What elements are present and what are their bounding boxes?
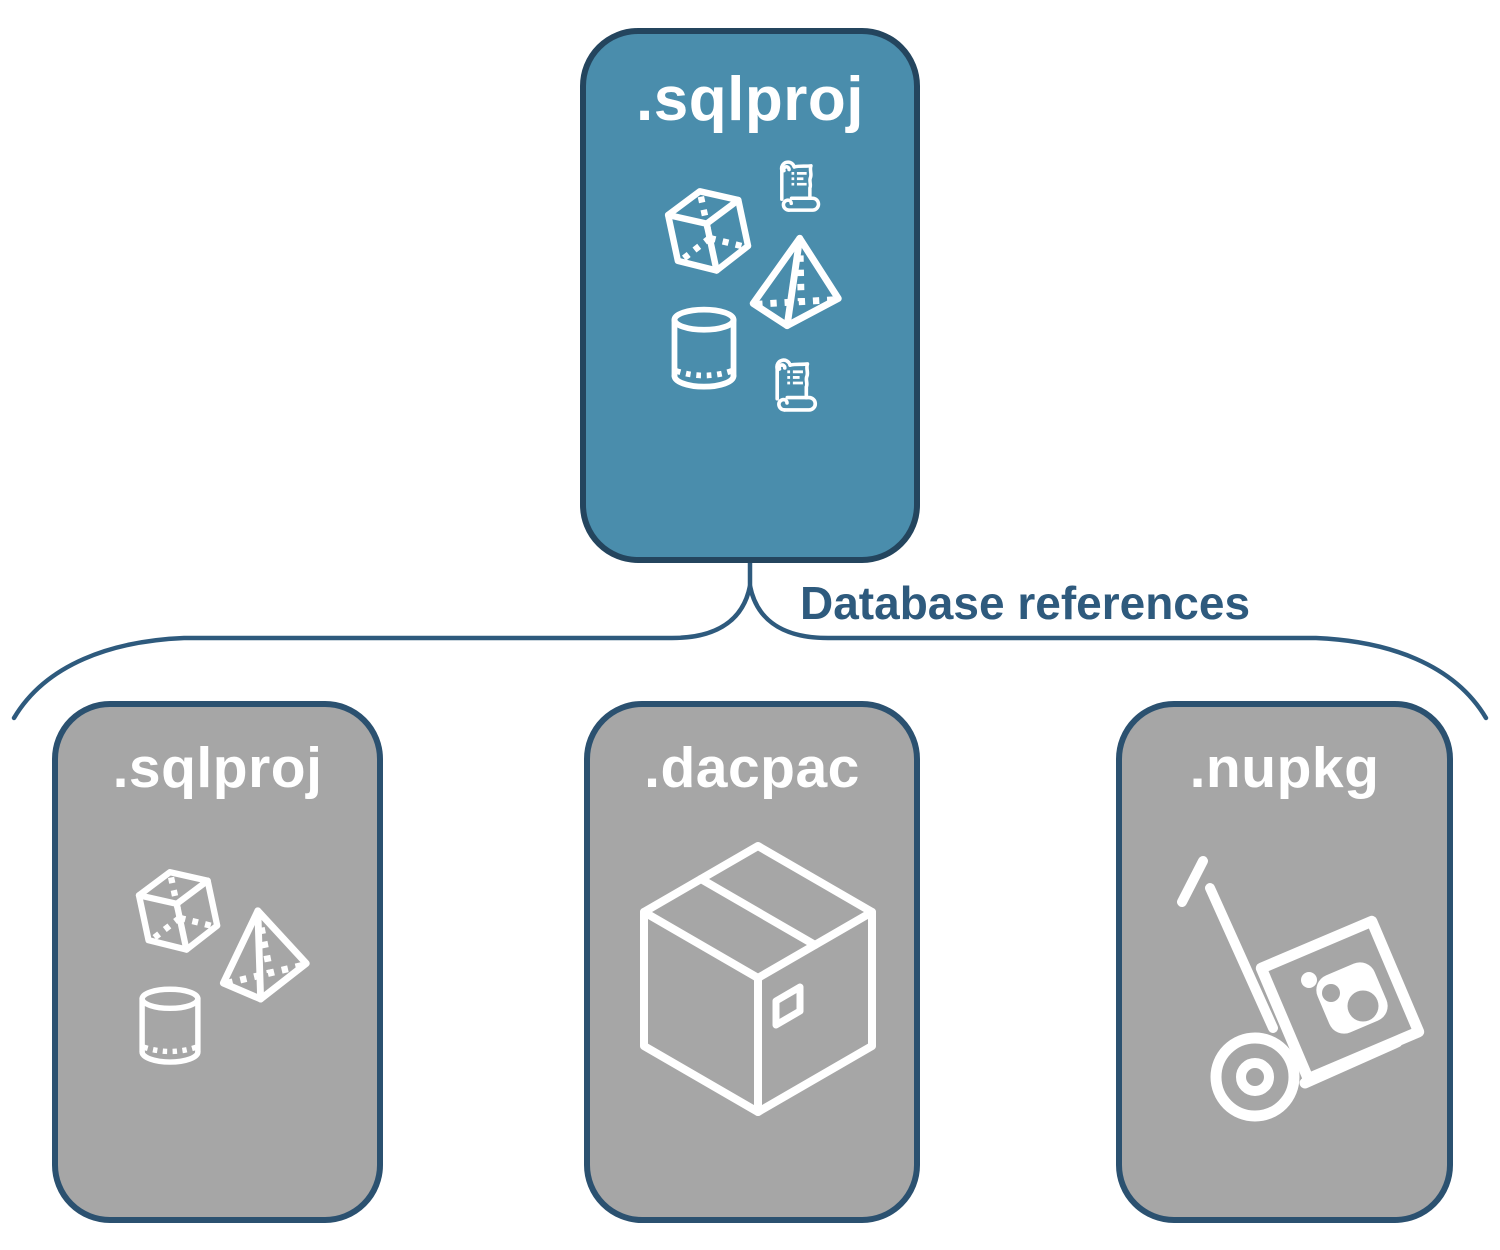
child-box-title: .sqlproj xyxy=(112,736,323,800)
child-box-title: .dacpac xyxy=(644,736,860,800)
parent-box-title: .sqlproj xyxy=(636,65,864,134)
child-box-sqlproj: .sqlproj xyxy=(52,701,383,1223)
brace-curve xyxy=(11,585,1489,721)
cylinder-icon xyxy=(136,982,204,1070)
cylinder-icon xyxy=(668,306,740,391)
parent-box-sqlproj: .sqlproj xyxy=(580,28,920,563)
child-box-dacpac: .dacpac xyxy=(584,701,920,1223)
pyramid-icon xyxy=(738,230,849,335)
package-box-icon xyxy=(640,842,876,1116)
nuget-hand-truck-icon xyxy=(1177,856,1425,1122)
connector-label: Database references xyxy=(800,577,1251,629)
child-box-title: .nupkg xyxy=(1189,736,1380,800)
scroll-icon xyxy=(766,358,822,417)
child-box-nupkg: .nupkg xyxy=(1116,701,1453,1223)
scroll-icon xyxy=(771,160,825,217)
